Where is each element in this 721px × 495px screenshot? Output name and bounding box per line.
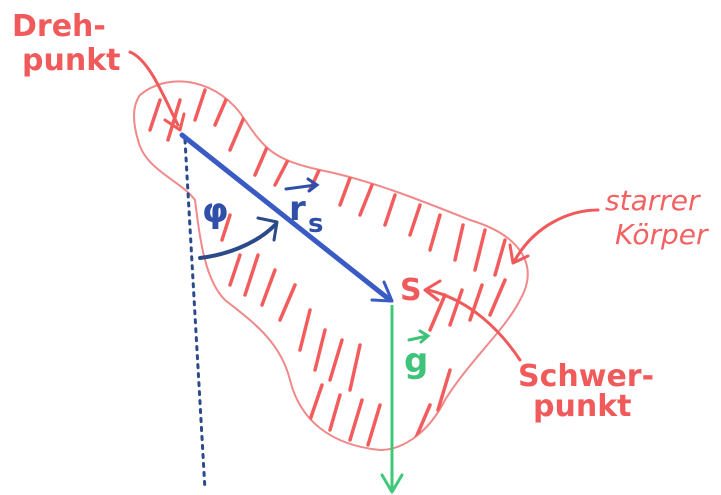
pivot-label-line2: punkt [22,43,120,78]
radius-vector-line [179,132,393,303]
radius-vector-label: r [289,189,306,229]
pivot-label-line1: Dreh- [12,9,106,44]
radius-vector-subscript: s [308,209,323,239]
body-annotation-arrow [513,208,600,262]
gravity-vector-label: g [404,341,428,381]
gravity-vector-over-arrow-icon [407,329,431,344]
com-label-line1: Schwer- [518,359,654,394]
body-hatching [148,88,507,447]
radius-vector-over-arrow-icon [284,177,320,193]
pivot-annotation-arrow [128,50,180,127]
angle-arc [198,223,277,260]
pivot-annotation-arrowhead [163,112,186,132]
com-annotation-arrowhead [423,279,442,302]
com-annotation-arrow [426,288,522,362]
gravity-vector-arrowhead [380,473,404,494]
angle-arc-arrowhead-icon [256,216,279,242]
rigid-body-outline [133,80,529,452]
angle-label: φ [202,191,229,231]
vertical-reference-line [183,138,207,492]
body-label-line2: Körper [615,218,709,251]
body-annotation-arrowhead [508,243,530,265]
radius-vector-arrowhead [370,280,394,303]
com-label-line2: punkt [533,389,631,424]
center-of-mass-label: S [400,273,422,308]
body-label-line1: starrer [605,184,701,217]
